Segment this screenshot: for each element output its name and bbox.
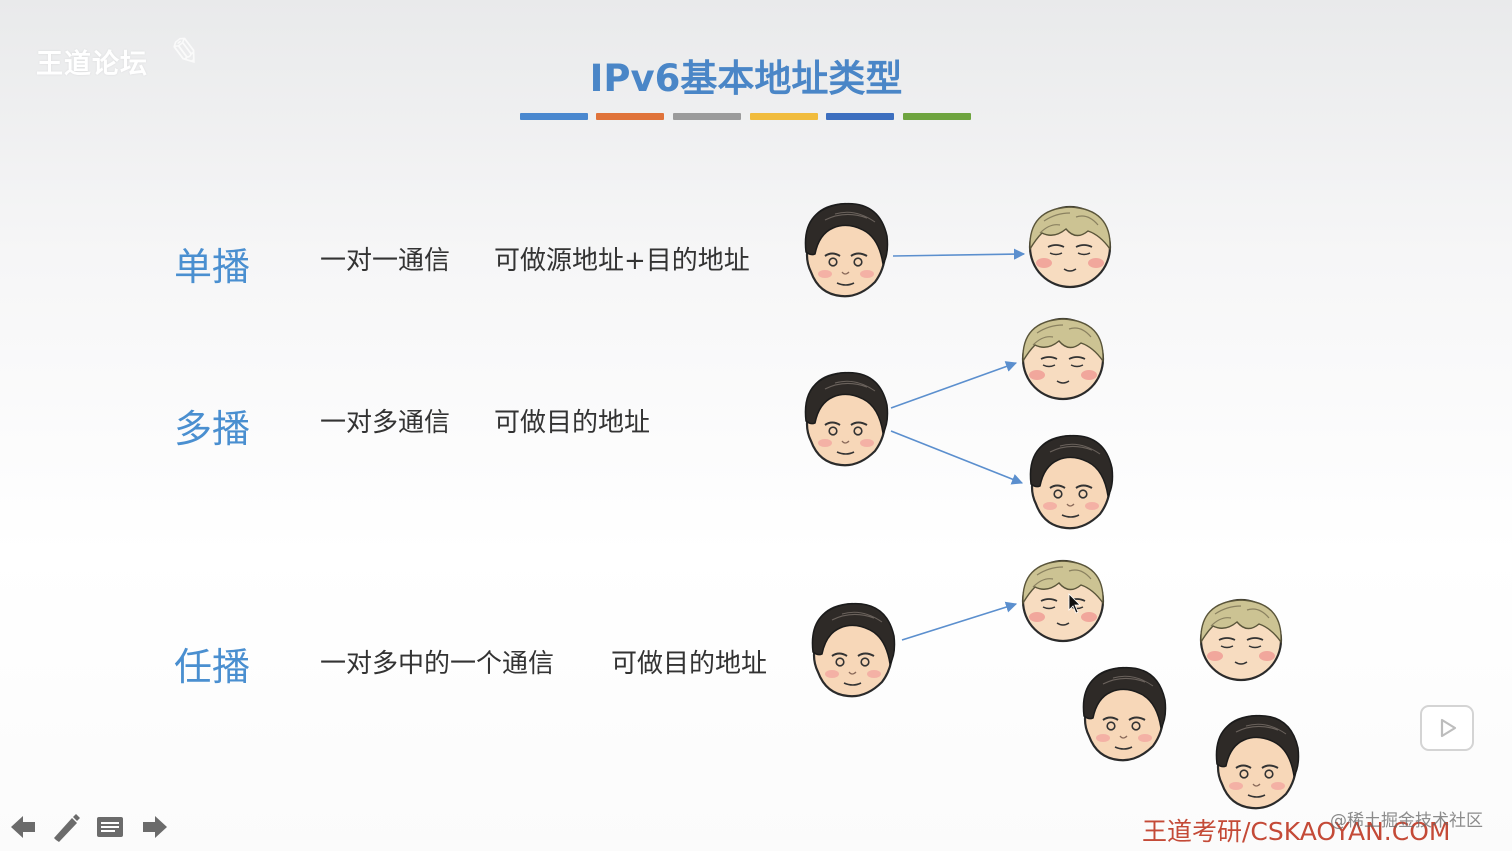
sender-avatar: [804, 371, 889, 467]
color-bar: [596, 113, 664, 120]
play-button[interactable]: [1420, 705, 1474, 751]
receiver-avatar: [1028, 205, 1112, 289]
color-bar: [673, 113, 741, 120]
multicast-label: 多播: [174, 407, 251, 451]
receiver-avatar: [1029, 434, 1114, 530]
unicast-usage: 可做源地址+目的地址: [494, 246, 750, 276]
brand-footer: 王道考研/CSKAOYAN.COM: [1142, 817, 1451, 846]
mouse-cursor-icon: [1068, 593, 1081, 614]
anycast-arrow: [901, 601, 1018, 641]
pen-icon[interactable]: [50, 812, 82, 844]
receiver-avatar: [1021, 559, 1105, 643]
group-member-avatar: [1199, 598, 1283, 682]
color-bar: [903, 113, 971, 120]
forum-watermark: 王道论坛: [36, 49, 148, 80]
anycast-label: 任播: [174, 645, 251, 689]
receiver-avatar: [1021, 317, 1105, 401]
notes-icon[interactable]: [95, 812, 125, 842]
multicast-usage: 可做目的地址: [494, 408, 651, 438]
platform-watermark: @稀土掘金技术社区: [1330, 811, 1483, 831]
anycast-mode: 一对多中的一个通信: [320, 649, 555, 679]
color-bar: [520, 113, 588, 120]
unicast-label: 单播: [174, 245, 251, 289]
unicast-arrow: [892, 248, 1026, 260]
play-icon: [1440, 718, 1457, 738]
unicast-mode: 一对一通信: [320, 246, 451, 276]
sender-avatar: [811, 602, 896, 698]
arrow-left-icon[interactable]: [8, 812, 38, 842]
group-member-avatar: [1215, 714, 1300, 810]
multicast-mode: 一对多通信: [320, 408, 451, 438]
anycast-usage: 可做目的地址: [611, 649, 768, 679]
group-member-avatar: [1082, 666, 1167, 762]
arrow-right-icon[interactable]: [140, 812, 170, 842]
multicast-arrow: [890, 361, 1018, 409]
color-bar: [750, 113, 818, 120]
watermark-decoration: ✎: [165, 30, 199, 76]
slide-title: IPv6基本地址类型: [589, 57, 903, 100]
color-bar: [826, 113, 894, 120]
sender-avatar: [804, 202, 889, 298]
multicast-arrow: [890, 430, 1024, 485]
